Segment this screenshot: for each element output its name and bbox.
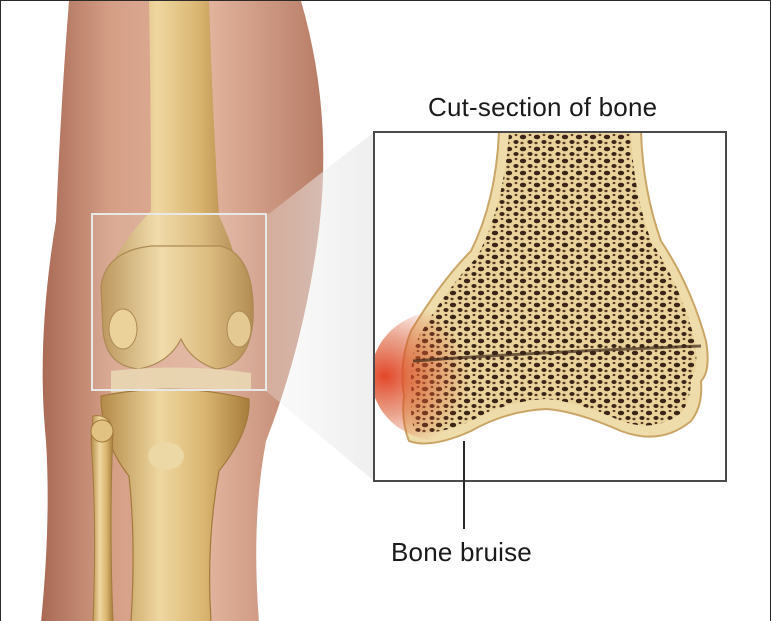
cut-section-label: Cut-section of bone bbox=[428, 92, 657, 123]
fibula bbox=[91, 416, 113, 621]
bruise-area bbox=[371, 311, 511, 441]
bone-cut-section-inset bbox=[371, 132, 726, 481]
knee-highlight-box bbox=[92, 214, 266, 390]
bone-bruise-label: Bone bruise bbox=[391, 537, 532, 568]
